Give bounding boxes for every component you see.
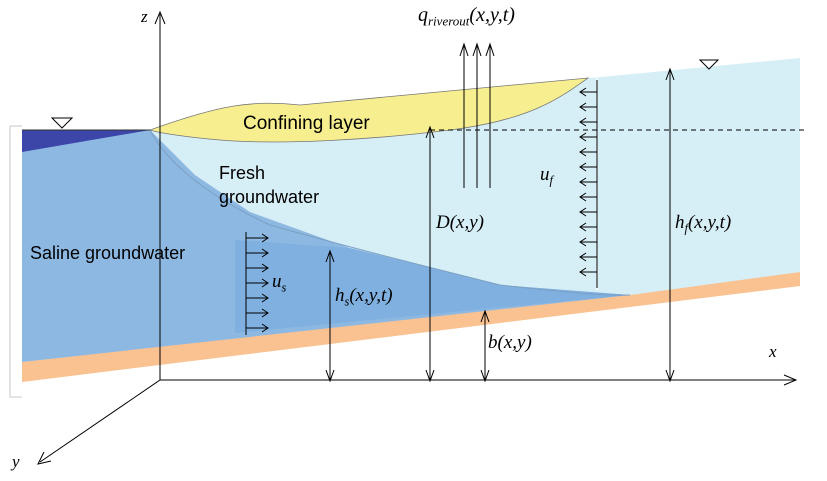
uf-flow-arrow: [579, 177, 597, 187]
water-table-marker-left: [50, 117, 74, 129]
us-flow-arrow: [246, 323, 269, 333]
uf-label: uf: [540, 164, 553, 188]
us-flow-arrow: [246, 278, 269, 288]
fresh-label-line1: Fresh: [219, 163, 266, 183]
saline-wedge-region: [235, 240, 630, 333]
z-axis-label: z: [141, 7, 148, 26]
uf-flow-arrow: [579, 252, 597, 262]
z-axis-arrowhead: [154, 10, 166, 25]
b-label: b(x,y): [488, 332, 532, 353]
x-axis-arrowhead: [783, 374, 798, 386]
hs-label: hs(x,y,t): [335, 285, 393, 309]
b-dimension-arrow: [480, 309, 490, 383]
uf-flow-arrow: [579, 207, 597, 217]
confining-layer-label: Confining layer: [243, 113, 370, 134]
base-layer: [22, 272, 800, 382]
uf-flow-arrow: [579, 87, 597, 97]
uf-flow-arrow: [579, 117, 597, 127]
y-axis-label: y: [12, 452, 20, 471]
saline-label: Saline groundwater: [30, 243, 186, 263]
uf-flow-arrow: [579, 102, 597, 112]
y-axis-line: [39, 379, 161, 463]
axes-group: [37, 10, 798, 465]
us-arrows: [245, 232, 269, 335]
uf-flow-arrow: [579, 192, 597, 202]
ocean-region: [22, 130, 150, 152]
us-label: us: [272, 271, 287, 295]
q-riverout-arrows: [459, 42, 495, 188]
uf-flow-arrow: [579, 132, 597, 142]
hs-dimension-arrow: [325, 249, 335, 383]
uf-flow-arrow: [579, 237, 597, 247]
uf-flow-arrow: [579, 147, 597, 157]
fresh-label-line2: groundwater: [219, 187, 320, 207]
d-label: D(x,y): [436, 212, 484, 233]
hf-label: hf(x,y,t): [675, 212, 732, 236]
us-flow-arrow: [246, 248, 269, 258]
uf-flow-arrow: [579, 222, 597, 232]
q-riverout-label: qriverout(x,y,t): [418, 4, 515, 29]
us-flow-arrow: [246, 233, 269, 243]
x-axis-label: x: [769, 342, 777, 361]
y-axis-arrowhead: [37, 451, 52, 465]
us-flow-arrow: [246, 263, 269, 273]
uf-flow-arrow: [579, 162, 597, 172]
uf-flow-arrow: [579, 267, 597, 277]
hf-dimension-arrow: [665, 67, 675, 383]
d-dimension-arrow: [425, 125, 435, 383]
us-flow-arrow: [246, 293, 269, 303]
uf-arrows: [579, 80, 598, 288]
saltwater-interface: [149, 129, 631, 296]
coast-edge-bracket: [9, 125, 22, 398]
water-table-marker-right: [698, 59, 720, 70]
us-flow-arrow: [246, 308, 269, 318]
